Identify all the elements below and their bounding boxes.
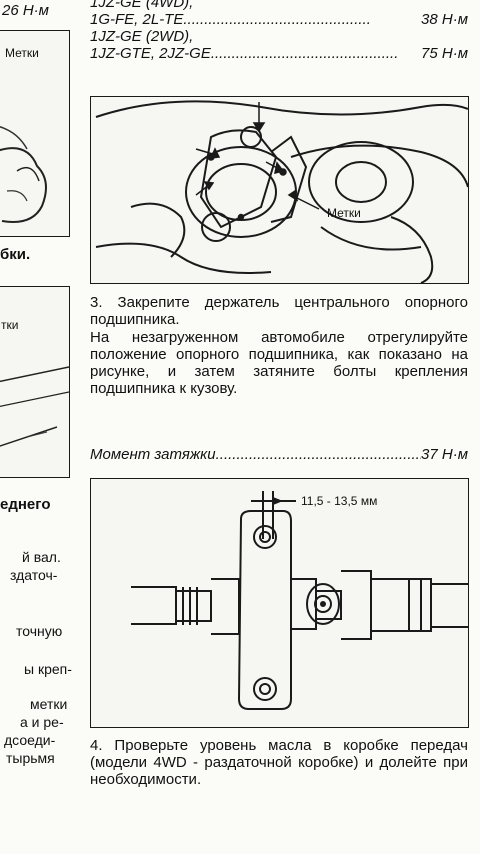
left-figure-2-drawing [0,366,69,447]
step3-body: На незагруженном автомобиле отрегулируйт… [90,329,468,397]
left-figure-1: Метки [0,30,70,237]
bearing-dimension-label: 11,5 - 13,5 мм [301,494,378,508]
step3-torque-label: Момент затяжки [90,446,216,463]
torque-spec-row: 1G-FE, 2L-TE ...........................… [90,11,468,28]
torque-spec-value: 38 Н·м [421,11,468,28]
left-figure-1-drawing [0,126,47,223]
left-frag-line: й вал. [22,549,61,565]
torque-spec-model: 1G-FE, 2L-TE [90,11,184,28]
left-frag-line: дсоеди- [4,732,56,748]
step3-torque-dots: ........................................… [215,446,422,463]
left-heading-fragment-2: еднего [0,496,51,513]
left-frag-line: ы креп- [24,661,72,677]
step4-text: 4. Проверьте уровень масла в коробке пер… [90,737,468,788]
torque-spec-value: 75 Н·м [421,45,468,62]
torque-spec-model: 1JZ-GE (2WD), [90,28,194,45]
step3-torque-value: 37 Н·м [421,446,468,463]
left-top-value: 26 Н·м [2,2,49,19]
figure-driveshaft-marks: Метки [90,96,469,284]
left-figure-2: тки [0,286,70,478]
torque-spec-row: 1JZ-GE (2WD), [90,28,468,45]
torque-spec-dots: ........................................… [210,45,399,62]
left-frag-line: точную [16,623,63,639]
left-heading-fragment: бки. [0,246,31,263]
left-frag-line: а и ре- [20,714,64,730]
torque-spec-model: 1JZ-GTE, 2JZ-GE [90,45,211,62]
torque-spec-row: 1JZ-GTE, 2JZ-GE ........................… [90,45,468,62]
left-frag-line: метки [30,696,68,712]
step3-title: 3. Закрепите держатель центрального опор… [90,294,468,328]
left-figure-2-label: тки [1,318,19,332]
bearing-drawing [131,491,468,710]
left-frag-line: здаточ- [10,567,58,583]
figure-bearing-position: 11,5 - 13,5 мм [90,478,469,728]
torque-spec-dots: ........................................… [183,11,371,28]
left-figure-1-label: Метки [5,46,39,60]
figure-marks-label: Метки [327,206,361,220]
driveshaft-drawing [95,100,468,283]
torque-spec-model: 1JZ-GE (4WD), [90,0,194,11]
step3-torque-row: Момент затяжки .........................… [90,446,468,463]
torque-spec-row: 1JZ-GE (4WD), [90,0,468,11]
left-frag-line: тырьмя [6,750,55,766]
